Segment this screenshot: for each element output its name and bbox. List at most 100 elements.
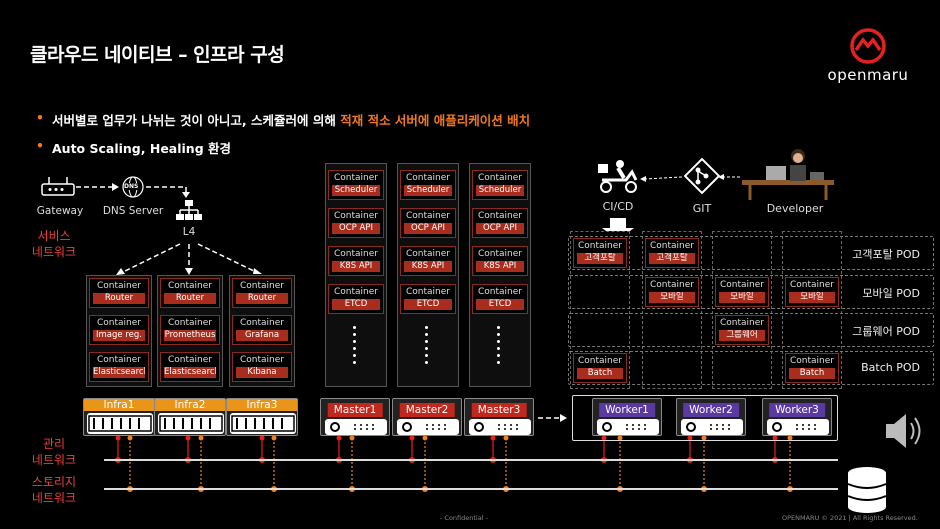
container-name: OCP API xyxy=(332,223,380,234)
container-name: Elasticsearch xyxy=(164,367,216,378)
container-name: Batch xyxy=(789,368,835,379)
footer-confidential: - Confidential - xyxy=(440,514,488,522)
container-name: Scheduler xyxy=(404,185,452,196)
network-drop xyxy=(185,435,191,441)
footer-copyright: OPENMARU © 2021 | All Rights Reserved. xyxy=(782,514,918,522)
infra-server: Infra2 xyxy=(154,398,226,436)
openmaru-logo: openmaru xyxy=(818,28,918,90)
container-title: Container xyxy=(168,318,212,328)
gateway-label: Gateway xyxy=(36,205,84,217)
container-title: Container xyxy=(478,173,522,183)
container-name: ETCD xyxy=(332,299,380,310)
bullet-2: •Auto Scaling, Healing 환경 xyxy=(36,138,231,156)
container-name: ETCD xyxy=(404,299,452,310)
server-chassis xyxy=(158,413,224,434)
network-drop xyxy=(687,435,693,441)
server-chassis xyxy=(681,419,743,435)
container-name: OCP API xyxy=(404,223,452,234)
container-name: Image reg. xyxy=(93,330,145,341)
network-drop xyxy=(259,435,265,441)
container-name: Batch xyxy=(577,368,623,379)
developer-illustration xyxy=(738,146,838,200)
pod-label: 그룹웨어 POD xyxy=(852,325,920,338)
container-title: Container xyxy=(650,241,694,251)
server-chassis xyxy=(469,419,531,435)
worker-column xyxy=(782,231,842,389)
worker-column xyxy=(570,231,630,389)
storage-database-icon xyxy=(846,466,888,514)
container-name: K8S API xyxy=(476,261,524,272)
more-dots xyxy=(425,326,429,368)
worker-server-frame xyxy=(572,395,838,441)
container-title: Container xyxy=(478,211,522,221)
container-title: Container xyxy=(406,211,450,221)
container-name: K8S API xyxy=(404,261,452,272)
git-icon xyxy=(683,157,721,195)
container-title: Container xyxy=(578,241,622,251)
l4-switch-icon xyxy=(176,200,202,222)
container-title: Container xyxy=(168,355,212,365)
more-dots xyxy=(497,326,501,368)
container-name: 고객포탈 xyxy=(649,253,695,264)
pod-container: Container 모바일 xyxy=(645,277,699,307)
network-drop xyxy=(490,435,496,441)
master-server: Master3 xyxy=(464,398,534,436)
container-name: 모바일 xyxy=(649,292,695,303)
speaker-icon[interactable] xyxy=(884,410,930,452)
server-name: Worker3 xyxy=(769,403,825,417)
worker-server: Worker1 xyxy=(592,398,662,436)
container-title: Container xyxy=(240,318,284,328)
container-name: Grafana xyxy=(236,330,288,341)
server-name: Worker1 xyxy=(599,403,655,417)
server-chassis xyxy=(767,419,829,435)
git-label: GIT xyxy=(692,202,712,215)
worker-server: Worker3 xyxy=(762,398,832,436)
server-name: Infra3 xyxy=(227,399,297,411)
network-drop xyxy=(422,435,428,441)
server-chassis xyxy=(87,413,153,434)
container-name: OCP API xyxy=(476,223,524,234)
dns-server-icon: DNS xyxy=(120,175,146,199)
container-name: 그룹웨어 xyxy=(719,330,765,341)
network-drop xyxy=(127,435,133,441)
server-chassis xyxy=(397,419,459,435)
network-drop xyxy=(701,435,707,441)
network-drop xyxy=(772,435,778,441)
network-drop xyxy=(115,435,121,441)
pod-row xyxy=(568,275,934,309)
container-title: Container xyxy=(650,280,694,290)
server-chassis xyxy=(325,419,387,435)
container-name: Kibana xyxy=(236,367,288,378)
storage-network-line xyxy=(104,488,838,490)
container-title: Container xyxy=(168,281,212,291)
infra-server: Infra1 xyxy=(83,398,155,436)
server-name: Infra2 xyxy=(155,399,225,411)
l4-label: L4 xyxy=(182,226,196,238)
container-title: Container xyxy=(334,211,378,221)
logo-text: openmaru xyxy=(827,66,909,84)
dns-badge: DNS xyxy=(124,183,139,190)
worker-column xyxy=(712,231,772,389)
container-title: Container xyxy=(97,281,141,291)
network-drop xyxy=(617,435,623,441)
container-name: 모바일 xyxy=(719,292,765,303)
container-name: Elasticsearch xyxy=(93,367,145,378)
pod-label: 모바일 POD xyxy=(862,287,920,300)
server-name: Master3 xyxy=(471,403,527,417)
container-title: Container xyxy=(334,173,378,183)
container-title: Container xyxy=(334,287,378,297)
server-chassis xyxy=(597,419,659,435)
infra-server: Infra3 xyxy=(226,398,298,436)
